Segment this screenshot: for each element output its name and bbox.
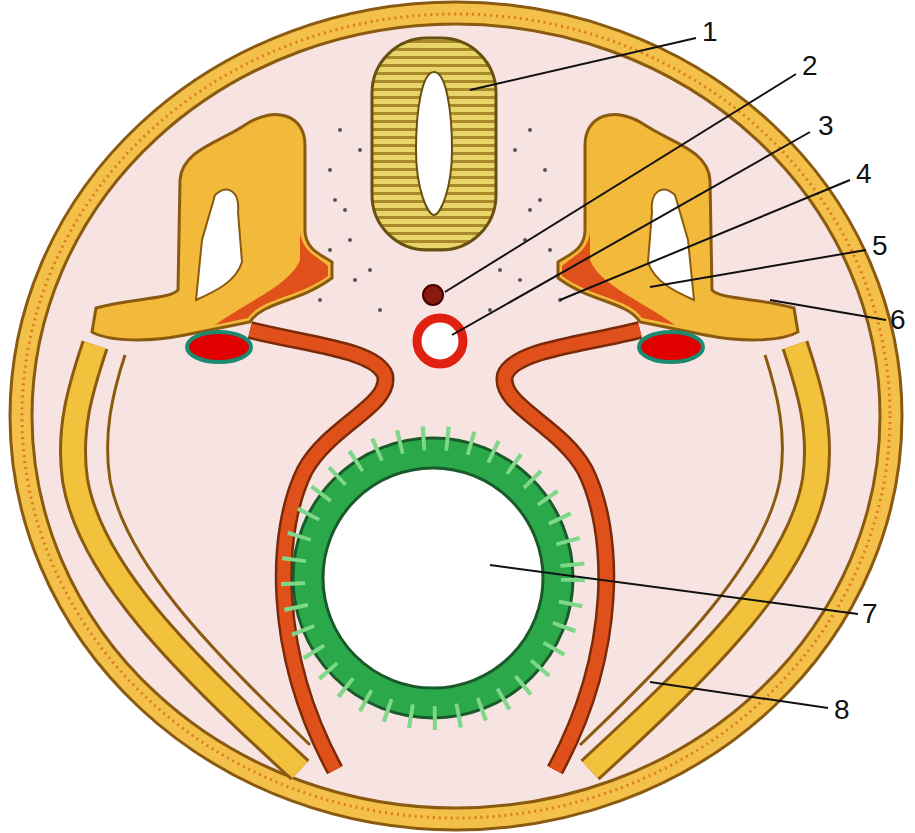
neural-canal	[416, 72, 452, 215]
leader-lines	[445, 38, 886, 708]
callout-number: 1	[702, 16, 718, 48]
gut-lumen	[323, 468, 543, 688]
nephrotome	[187, 332, 251, 362]
callout-number: 6	[890, 304, 906, 336]
aorta	[417, 318, 463, 364]
gut-endoderm	[293, 438, 573, 718]
callout-number: 7	[862, 598, 878, 630]
ectoderm-texture	[22, 14, 890, 818]
callout-number: 3	[818, 110, 834, 142]
ectoderm	[10, 2, 902, 830]
callout-number: 2	[802, 50, 818, 82]
callout-number: 4	[856, 158, 872, 190]
notochord	[423, 285, 443, 305]
mesenchyme	[32, 24, 880, 808]
callout-number: 8	[834, 694, 850, 726]
callout-number: 5	[872, 230, 888, 262]
neural-tube	[372, 38, 496, 250]
gut-cells	[293, 438, 573, 718]
